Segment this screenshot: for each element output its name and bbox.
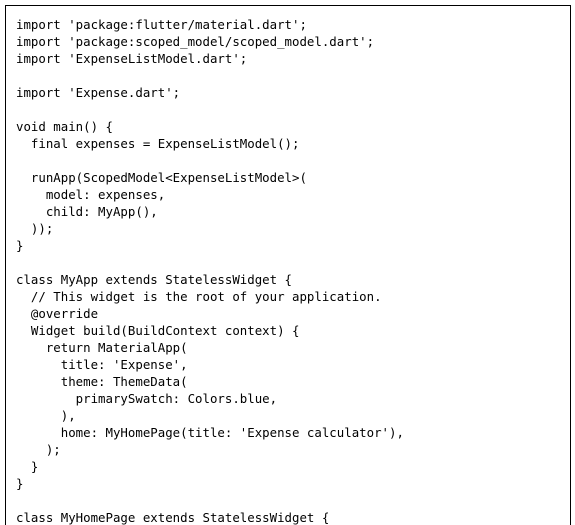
code-line: }	[16, 476, 24, 491]
code-line: @override	[16, 306, 99, 321]
code-line: import 'package:scoped_model/scoped_mode…	[16, 34, 375, 49]
code-line: import 'ExpenseListModel.dart';	[16, 51, 248, 66]
code-line: }	[16, 459, 39, 474]
code-line	[16, 67, 404, 84]
code-line: home: MyHomePage(title: 'Expense calcula…	[16, 425, 404, 440]
code-line: class MyApp extends StatelessWidget {	[16, 272, 293, 287]
code-line: theme: ThemeData(	[16, 374, 188, 389]
code-line: Widget build(BuildContext context) {	[16, 323, 300, 338]
code-line: child: MyApp(),	[16, 204, 158, 219]
code-line: void main() {	[16, 119, 113, 134]
code-listing: import 'package:flutter/material.dart'; …	[5, 5, 571, 525]
code-line: model: expenses,	[16, 187, 166, 202]
code-line: import 'package:flutter/material.dart';	[16, 17, 307, 32]
code-line: ),	[16, 408, 76, 423]
code-line: ));	[16, 221, 54, 236]
code-line	[16, 254, 404, 271]
code-line: title: 'Expense',	[16, 357, 188, 372]
code-line: final expenses = ExpenseListModel();	[16, 136, 300, 151]
code-line: return MaterialApp(	[16, 340, 188, 355]
code-line: // This widget is the root of your appli…	[16, 289, 382, 304]
code-line: import 'Expense.dart';	[16, 85, 181, 100]
code-line	[16, 101, 404, 118]
code-line: class MyHomePage extends StatelessWidget…	[16, 510, 330, 525]
code-line	[16, 492, 404, 509]
code-line	[16, 152, 404, 169]
code-block: import 'package:flutter/material.dart'; …	[16, 16, 404, 525]
code-line: }	[16, 238, 24, 253]
code-line: primarySwatch: Colors.blue,	[16, 391, 278, 406]
code-line: );	[16, 442, 61, 457]
code-line: runApp(ScopedModel<ExpenseListModel>(	[16, 170, 307, 185]
